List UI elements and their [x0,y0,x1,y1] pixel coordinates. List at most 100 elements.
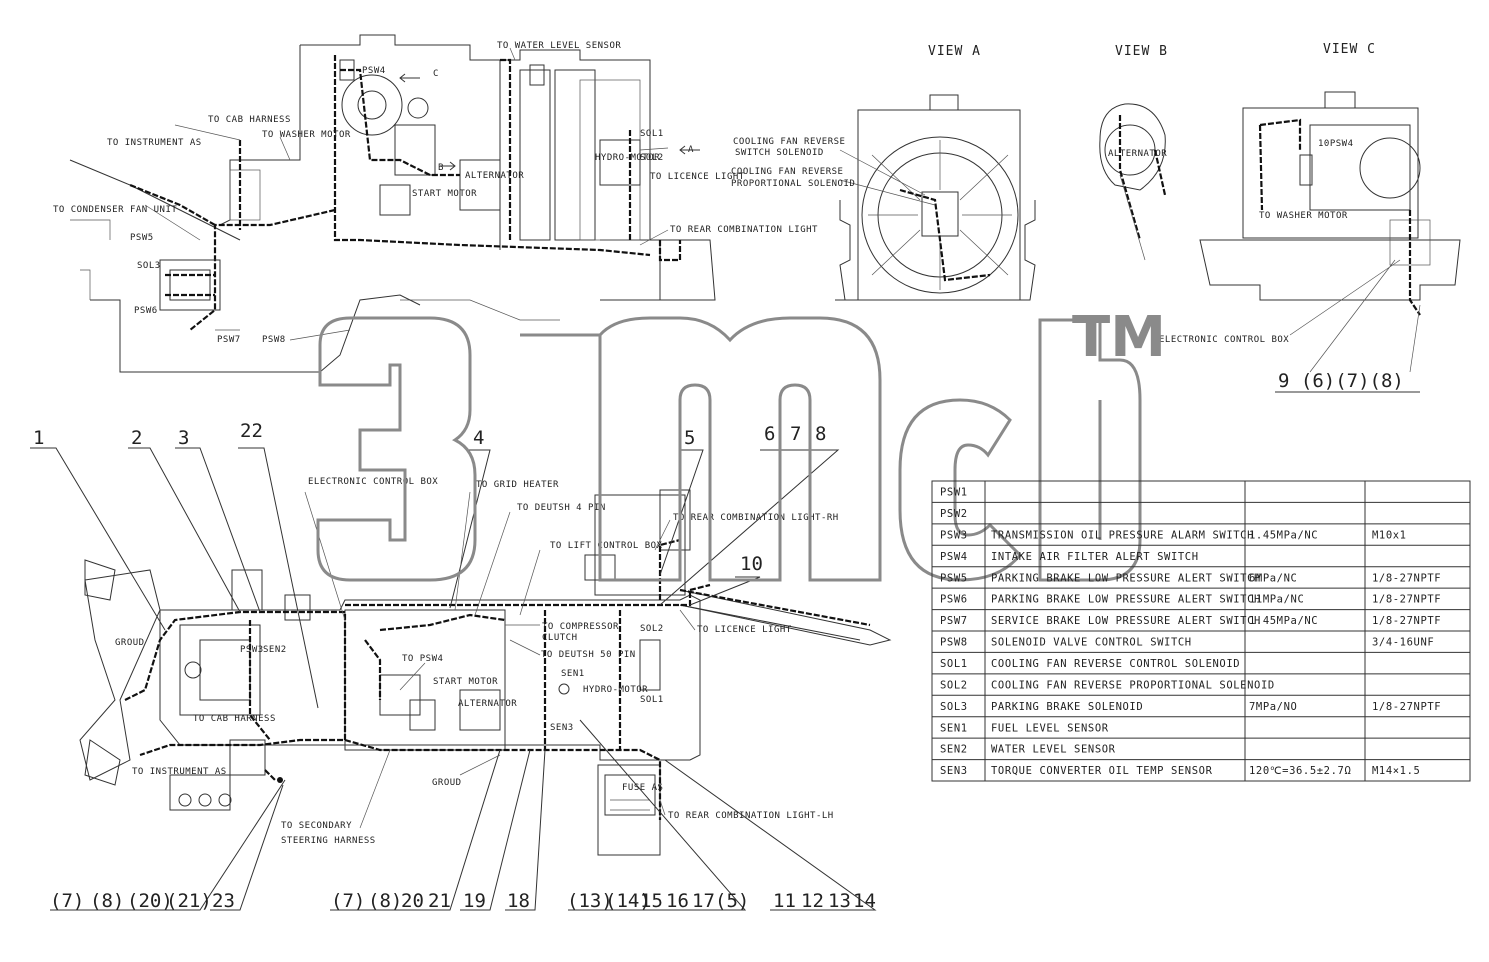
label-to-licence-light-top: TO LICENCE LIGHT [650,172,745,182]
callout-10: 10 [740,553,763,575]
label-to-rear-combination-light-top: TO REAR COMBINATION LIGHT [670,225,818,235]
label-to-lift-control-box: TO LIFT CONTROL BOX [550,541,663,551]
callout-b-21: (21) [166,890,212,912]
table-cell-thread: M10x1 [1372,529,1407,541]
callout-d-13: (13) [567,890,613,912]
callout-22: 22 [240,420,263,442]
table-cell-name: COOLING FAN REVERSE PROPORTIONAL SOLENOI… [991,679,1275,691]
label-cooling-fan-reverse-1: COOLING FAN REVERSE [733,137,845,147]
label-to-condenser-fan-unit: TO CONDENSER FAN UNIT [53,205,177,215]
callout-c-19: 19 [463,890,486,912]
label-alternator-view-b: ALTERNATOR [1108,149,1167,159]
label-sen1: SEN1 [561,669,585,679]
table-cell-spec: 120℃=36.5±2.7Ω [1249,765,1351,777]
callout-d-15: 15 [640,890,663,912]
table-cell-thread: 1/8-27NPTF [1372,701,1441,713]
watermark-logo: TM [316,305,1166,582]
table-cell-code: PSW8 [940,637,968,649]
table-cell-thread: M14×1.5 [1372,765,1420,777]
callout-c-21: 21 [428,890,451,912]
callout-9-6-7-8: 9 (6)(7)(8) [1278,370,1404,392]
label-psw5-top: PSW5 [130,233,154,243]
table-cell-code: SEN2 [940,744,968,756]
label-hydro-motor: HYDRO-MOTOR [583,685,648,695]
label-sol3-top: SOL3 [137,261,161,271]
label-electronic-control-box: ELECTRONIC CONTROL BOX [308,477,438,487]
label-to-water-level-sensor: TO WATER LEVEL SENSOR [497,41,621,51]
callout-b-20: (20) [127,890,173,912]
label-to-instrument-as: TO INSTRUMENT AS [132,767,227,777]
label-switch-solenoid: SWITCH SOLENOID [735,148,824,158]
view-c: VIEW C 10PSW4 TO WASHER MOTOR ELECTRONIC… [1159,42,1461,393]
label-sol2: SOL2 [640,624,664,634]
label-to-deutsh-50-pin: TO DEUTSH 50 PIN [541,650,636,660]
callout-d-5: (5) [715,890,749,912]
view-a: VIEW A COOLING FAN REVERSE SWITCH SOLENO… [731,44,1036,301]
table-cell-code: PSW6 [940,594,968,606]
callout-3: 3 [178,427,189,449]
callout-e-13: 13 [828,890,851,912]
callout-5: 5 [684,427,695,449]
label-to-washer-motor-view-c: TO WASHER MOTOR [1259,211,1348,221]
table-cell-name: COOLING FAN REVERSE CONTROL SOLENOID [991,658,1240,670]
table-cell-thread: 1/8-27NPTF [1372,615,1441,627]
callout-e-12: 12 [801,890,824,912]
label-to-compressor: TO COMPRESSOR [542,622,619,632]
label-alternator-top: ALTERNATOR [465,171,524,181]
callout-7: 7 [790,423,801,445]
label-to-cab-harness: TO CAB HARNESS [208,115,291,125]
label-to-deutsh-4-pin: TO DEUTSH 4 PIN [517,503,606,513]
watermark-tm: TM [1072,305,1166,370]
table-cell-spec: 6MPa/NC [1249,572,1297,584]
table-cell-code: PSW5 [940,572,968,584]
callout-6: 6 [764,423,775,445]
label-start-motor-top: START MOTOR [412,189,477,199]
label-alternator: ALTERNATOR [458,699,517,709]
label-sen3: SEN3 [550,723,574,733]
table-cell-name: TORQUE CONVERTER OIL TEMP SENSOR [991,765,1213,777]
label-sen2: SEN2 [263,645,287,655]
callout-d-16: 16 [666,890,689,912]
label-to-instrument-as: TO INSTRUMENT AS [107,138,202,148]
label-to-psw4: TO PSW4 [402,654,443,664]
top-assembly-view: TO WATER LEVEL SENSOR TO CAB HARNESS TO … [53,34,818,373]
label-cooling-fan-reverse-2: COOLING FAN REVERSE [731,167,843,177]
table-cell-spec: 1.45MPa/NC [1249,529,1318,541]
table-cell-name: PARKING BRAKE SOLENOID [991,701,1143,713]
table-cell-name: TRANSMISSION OIL PRESSURE ALARM SWITCH [991,529,1254,541]
callout-d-17: 17 [692,890,715,912]
label-arrow-c: C [433,69,439,79]
callout-d-14: (14) [605,890,651,912]
callout-b-7: (7) [50,890,84,912]
view-a-title: VIEW A [928,44,981,59]
label-psw4-top: PSW4 [362,66,386,76]
callout-b-8: (8) [90,890,124,912]
label-groud-center: GROUD [432,778,462,788]
callout-b-23: 23 [212,890,235,912]
table-cell-name: SERVICE BRAKE LOW PRESSURE ALERT SWITCH [991,615,1261,627]
callout-1: 1 [33,427,44,449]
label-to-washer-motor: TO WASHER MOTOR [262,130,351,140]
table-cell-thread: 1/8-27NPTF [1372,572,1441,584]
label-to-rear-combination-light-rh: TO REAR COMBINATION LIGHT-RH [673,513,839,523]
callout-c-18: 18 [507,890,530,912]
table-cell-thread: 3/4-16UNF [1372,637,1434,649]
callout-4: 4 [473,427,484,449]
label-steering-harness: STEERING HARNESS [281,836,376,846]
label-start-motor: START MOTOR [433,677,498,687]
callout-c-7: (7) [331,890,365,912]
label-to-cab-harness: TO CAB HARNESS [193,714,276,724]
label-proportional-solenoid: PROPORTIONAL SOLENOID [731,179,855,189]
label-to-rear-combination-light-lh: TO REAR COMBINATION LIGHT-LH [668,811,834,821]
label-arrow-b: B [438,163,444,173]
callout-c-20: 20 [401,890,424,912]
callout-e-11: 11 [773,890,796,912]
callout-e-14: 14 [853,890,876,912]
label-to-licence-light: TO LICENCE LIGHT [697,625,792,635]
bottom-assembly-view: ELECTRONIC CONTROL BOX TO GRID HEATER TO… [30,420,892,912]
label-to-grid-heater: TO GRID HEATER [476,480,559,490]
view-b-title: VIEW B [1115,44,1168,59]
table-cell-spec: 11MPa/NC [1249,594,1304,606]
table-cell-code: PSW4 [940,551,968,563]
